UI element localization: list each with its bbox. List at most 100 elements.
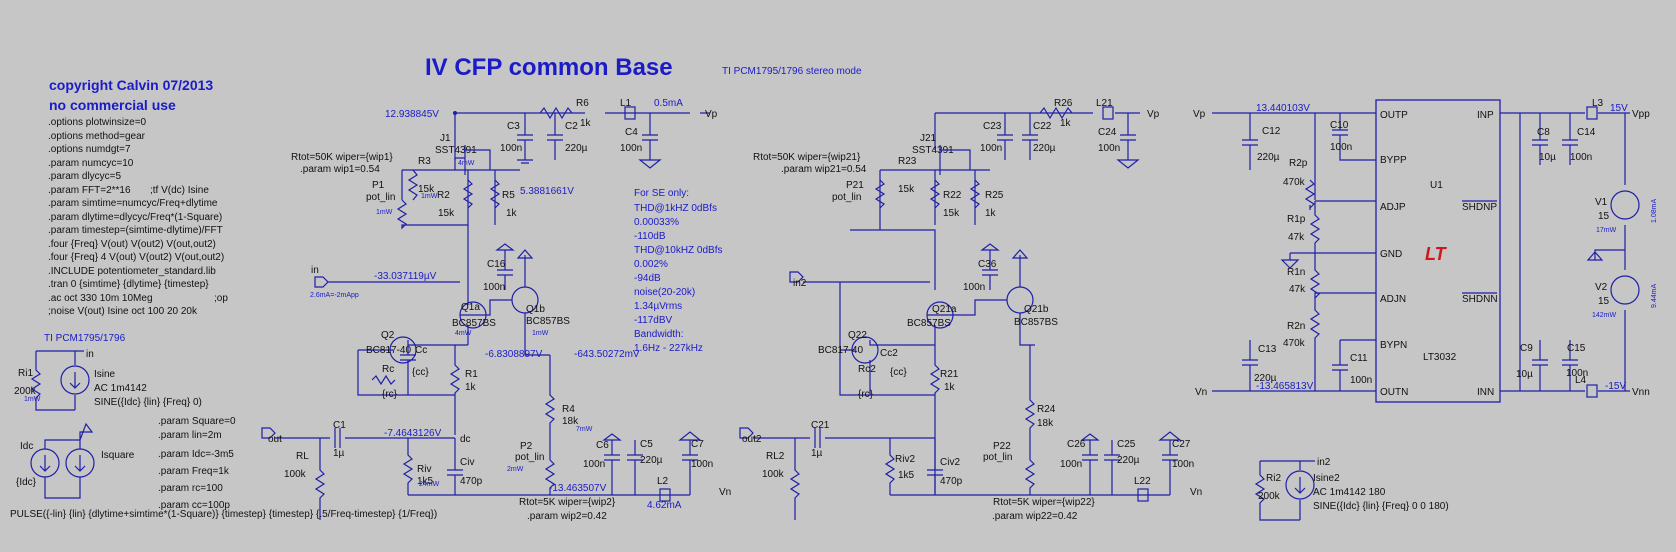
svg-text:1k: 1k xyxy=(465,382,477,393)
svg-text:1k: 1k xyxy=(1060,118,1072,129)
svg-text:1k5: 1k5 xyxy=(898,470,915,481)
svg-text:INP: INP xyxy=(1477,110,1494,121)
svg-text:Vn: Vn xyxy=(719,487,731,498)
svg-text:200k: 200k xyxy=(1258,491,1281,502)
in2-port-label: in2 xyxy=(793,278,807,289)
svg-text:C13: C13 xyxy=(1258,344,1277,355)
svg-text:SHDNN: SHDNN xyxy=(1462,294,1498,305)
svg-text:.ac oct 330 10m 10Meg: .ac oct 330 10m 10Meg xyxy=(48,293,153,304)
svg-text:Rtot=50K wiper={wip21}: Rtot=50K wiper={wip21} xyxy=(753,152,861,163)
svg-text:AC 1m4142: AC 1m4142 xyxy=(94,383,147,394)
svg-text:-13.463507V: -13.463507V xyxy=(549,483,607,494)
svg-text:2.6mA=-2mApp: 2.6mA=-2mApp xyxy=(310,292,359,299)
svg-text:SINE({Idc} {lin} {Freq} 0 0 18: SINE({Idc} {lin} {Freq} 0 0 180) xyxy=(1313,501,1449,512)
svg-text:220µ: 220µ xyxy=(1257,152,1280,163)
spice-directives: .options plotwinsize=0 .options method=g… xyxy=(48,117,228,317)
ti-label: TI PCM1795/1796 xyxy=(44,333,126,344)
svg-text:For SE only:: For SE only: xyxy=(634,188,689,199)
svg-text:C3: C3 xyxy=(507,121,520,132)
svg-text:.options method=gear: .options method=gear xyxy=(48,131,146,142)
input-sources: TI PCM1795/1796 in Ri1 200k Isine AC 1m4… xyxy=(14,333,202,499)
svg-text:P2: P2 xyxy=(520,441,533,452)
svg-text:C16: C16 xyxy=(487,259,506,270)
svg-text:Q22: Q22 xyxy=(848,330,867,341)
svg-text:pot_lin: pot_lin xyxy=(983,452,1012,463)
svg-text:100n: 100n xyxy=(963,282,985,293)
svg-text:Riv: Riv xyxy=(417,464,431,475)
svg-text:R23: R23 xyxy=(898,156,917,167)
svg-text:100n: 100n xyxy=(1566,368,1588,379)
svg-text:1.6Hz - 227kHz: 1.6Hz - 227kHz xyxy=(634,343,703,354)
svg-text:U1: U1 xyxy=(1430,180,1443,191)
svg-text:Q1a: Q1a xyxy=(461,302,480,313)
svg-text:Isine2: Isine2 xyxy=(1313,473,1340,484)
schematic-subtitle: TI PCM1795/1796 stereo mode xyxy=(722,66,862,77)
svg-text:18k: 18k xyxy=(1037,418,1054,429)
svg-text:in: in xyxy=(86,349,94,360)
svg-text:-15V: -15V xyxy=(1605,381,1626,392)
svg-text:100n: 100n xyxy=(500,143,522,154)
svg-text:pot_lin: pot_lin xyxy=(366,192,395,203)
svg-text:C5: C5 xyxy=(640,439,653,450)
inductor-L1-symbol xyxy=(624,106,636,120)
svg-text:1k: 1k xyxy=(580,118,592,129)
svg-text:15k: 15k xyxy=(898,184,915,195)
node-voltage-top: 12.938845V xyxy=(385,109,439,120)
svg-text:.param numcyc=10: .param numcyc=10 xyxy=(48,158,134,169)
svg-text:C14: C14 xyxy=(1577,127,1596,138)
svg-text:R21: R21 xyxy=(940,369,959,380)
usage-line: no commercial use xyxy=(49,97,176,113)
svg-text:C36: C36 xyxy=(978,259,997,270)
svg-text:1mW: 1mW xyxy=(421,193,438,200)
svg-text:SINE({Idc} {lin} {Freq} 0): SINE({Idc} {lin} {Freq} 0) xyxy=(94,397,202,408)
svg-text:Civ: Civ xyxy=(460,457,474,468)
svg-text:P22: P22 xyxy=(993,441,1011,452)
svg-text:C10: C10 xyxy=(1330,120,1349,131)
svg-text:C22: C22 xyxy=(1033,121,1052,132)
svg-text:220µ: 220µ xyxy=(1254,373,1277,384)
svg-text:Vn: Vn xyxy=(1190,487,1202,498)
svg-text:BYPN: BYPN xyxy=(1380,340,1407,351)
svg-text:R24: R24 xyxy=(1037,404,1056,415)
svg-text:100n: 100n xyxy=(483,282,505,293)
svg-text:.param Idc=-3m5: .param Idc=-3m5 xyxy=(158,449,234,460)
svg-text:P21: P21 xyxy=(846,180,864,191)
svg-text:Vp: Vp xyxy=(1147,109,1160,120)
svg-text:.param FFT=2**16: .param FFT=2**16 xyxy=(48,185,131,196)
svg-text:Cc: Cc xyxy=(415,345,427,356)
svg-text:4.62mA: 4.62mA xyxy=(647,500,682,511)
svg-text:BYPP: BYPP xyxy=(1380,155,1407,166)
svg-text:2mW: 2mW xyxy=(507,466,524,473)
svg-text:{rc}: {rc} xyxy=(382,389,398,400)
svg-text:Idc: Idc xyxy=(20,441,33,452)
svg-text:Vn: Vn xyxy=(1195,387,1207,398)
svg-text:Ri2: Ri2 xyxy=(1266,473,1281,484)
svg-text:{cc}: {cc} xyxy=(890,367,907,378)
svg-text:220µ: 220µ xyxy=(565,143,588,154)
svg-text:;op: ;op xyxy=(214,293,228,304)
svg-text:L1: L1 xyxy=(620,98,632,109)
svg-text:100n: 100n xyxy=(691,459,713,470)
svg-text:47k: 47k xyxy=(1288,232,1305,243)
svg-text:R1: R1 xyxy=(465,369,478,380)
svg-text:J1: J1 xyxy=(440,133,451,144)
svg-text:.param rc=100: .param rc=100 xyxy=(158,483,223,494)
svg-text:L21: L21 xyxy=(1096,98,1113,109)
thd-notes: For SE only: THD@1kHZ 0dBfs 0.00033% -11… xyxy=(634,188,723,354)
svg-text:100n: 100n xyxy=(1098,143,1120,154)
svg-text:0.5mA: 0.5mA xyxy=(654,98,683,109)
svg-text:1.08mA: 1.08mA xyxy=(1651,199,1658,223)
svg-text:BC857BS: BC857BS xyxy=(452,318,496,329)
svg-text:C12: C12 xyxy=(1262,126,1281,137)
svg-text:C6: C6 xyxy=(596,440,609,451)
svg-text:OUTP: OUTP xyxy=(1380,110,1408,121)
svg-text:BC857BS: BC857BS xyxy=(1014,317,1058,328)
svg-text:142mW: 142mW xyxy=(1592,312,1617,319)
svg-text:15: 15 xyxy=(1598,211,1610,222)
svg-text:R2p: R2p xyxy=(1289,158,1308,169)
svg-text:24mW: 24mW xyxy=(419,481,440,488)
regulator-pins-left: OUTP BYPP ADJP GND ADJN BYPN OUTN xyxy=(1380,110,1408,398)
svg-text:Rc2: Rc2 xyxy=(858,364,876,375)
svg-text:R25: R25 xyxy=(985,190,1004,201)
